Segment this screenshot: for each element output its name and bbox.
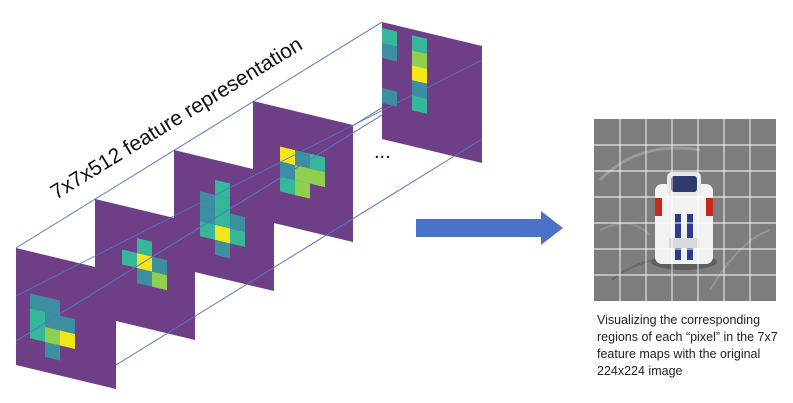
activation-cell [230,243,245,263]
activation-cell [60,315,75,335]
activation-cell [137,268,152,287]
feature-map [174,150,274,291]
activation-cell [215,239,230,259]
activation-cell [412,35,427,54]
activation-cell [215,224,230,244]
activation-cell [137,253,152,272]
activation-cell [152,256,167,276]
activation-cell [152,241,167,261]
activation-cell [122,249,137,269]
activation-cell [230,198,245,218]
activation-cell [382,58,397,77]
activation-cell [397,31,412,51]
car-bumper [669,238,699,248]
activation-cell [310,153,325,173]
activation-cell [230,213,245,233]
activation-cell [397,61,412,81]
feature-map [253,101,353,242]
activation-cell [215,179,230,199]
activation-cell [200,236,215,255]
activation-cell [310,168,325,188]
activation-cell [230,183,245,203]
original-image [594,119,776,301]
direction-arrow [416,211,563,245]
activation-cell [30,323,45,342]
activation-cell [382,73,397,92]
stack-center-line [15,59,483,297]
activation-cell [30,338,45,357]
activation-cell [152,271,167,291]
caption-text: Visualizing the corresponding regions of… [597,313,778,378]
activation-cell [122,234,137,254]
stack-edge-top-back [15,21,383,249]
car-icon [655,172,713,264]
activation-cell [397,91,412,111]
activation-cell [60,330,75,350]
stack-edge-bottom-back [15,114,383,342]
feature-stack-front-outline [15,114,483,366]
activation-cell [295,165,310,184]
tire-mark [599,222,651,236]
car-stripe [687,214,693,260]
car-window [671,176,697,192]
activation-cell [200,176,215,195]
activation-cell [382,28,397,47]
activation-cell [412,65,427,84]
activation-cell [412,80,427,99]
activation-cell [30,308,45,327]
arrow-shaft [416,219,542,237]
activation-cell [200,221,215,240]
arrow-head [541,211,563,245]
activation-cell [280,176,295,196]
activation-cell [45,326,60,346]
activation-cell [230,228,245,248]
stack-edge-bottom-front [115,138,483,366]
activation-cell [382,88,397,107]
activation-cell [200,191,215,210]
activation-cell [412,95,427,114]
feature-map [95,199,195,340]
ellipsis-text: ... [374,141,391,163]
activation-cell [137,238,152,257]
activation-cell [60,345,75,365]
activation-cell [397,76,412,96]
activation-cell [412,50,427,69]
activation-cell [295,150,310,169]
photo-grid [594,119,776,301]
tire-mark [598,146,701,182]
activation-cell [382,43,397,62]
car-taillight [706,198,713,216]
activation-cell [215,209,230,229]
activation-cell [45,341,60,361]
activation-cell [45,296,60,316]
feature-map [382,22,482,163]
activation-cell [60,300,75,320]
car-stripe [675,214,681,260]
tire-mark [709,229,771,291]
activation-cell [215,194,230,214]
activation-cell [310,183,325,203]
feature-map-stack [15,22,483,389]
car-taillight [655,198,662,216]
activation-cell [397,46,412,66]
activation-cell [295,180,310,199]
activation-cell [30,293,45,312]
